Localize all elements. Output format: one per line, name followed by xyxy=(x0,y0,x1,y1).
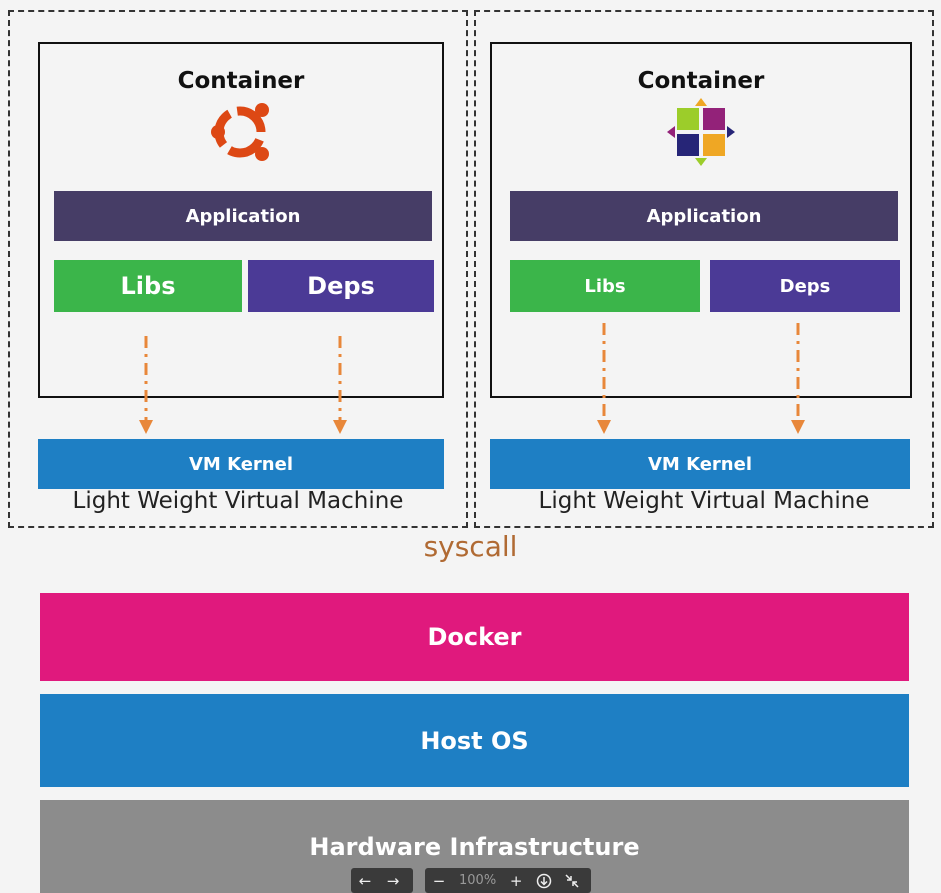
vm-kernel: VM Kernel xyxy=(490,439,910,489)
application-layer: Application xyxy=(54,191,432,241)
deps-layer: Deps xyxy=(248,260,434,312)
lightweight-vm-left: Container Application Libs Deps VM Kerne… xyxy=(8,10,468,528)
libs-layer: Libs xyxy=(510,260,700,312)
hardware-infrastructure-layer: Hardware Infrastructure xyxy=(40,800,909,893)
application-layer: Application xyxy=(510,191,898,241)
vm-kernel: VM Kernel xyxy=(38,439,444,489)
docker-layer: Docker xyxy=(40,593,909,681)
plus-icon[interactable]: + xyxy=(509,871,523,890)
container-title: Container xyxy=(637,68,765,94)
vm-caption: Light Weight Virtual Machine xyxy=(538,488,870,514)
nav-toolbar: ← → xyxy=(351,868,413,893)
libs-layer: Libs xyxy=(54,260,242,312)
minus-icon[interactable]: − xyxy=(432,871,446,890)
deps-layer: Deps xyxy=(710,260,900,312)
vm-caption: Light Weight Virtual Machine xyxy=(72,488,404,514)
download-icon[interactable] xyxy=(530,868,558,893)
container-title: Container xyxy=(177,68,305,94)
host-os-layer: Host OS xyxy=(40,694,909,787)
zoom-level: 100% xyxy=(459,873,497,888)
lightweight-vm-right: Container Application Libs Deps VM Kerne… xyxy=(474,10,934,528)
arrow-down-icon xyxy=(597,420,611,434)
container-box: Container Application Libs Deps xyxy=(490,42,912,398)
arrow-right-icon[interactable]: → xyxy=(386,871,400,890)
arrow-down-icon xyxy=(333,420,347,434)
centos-logo-icon xyxy=(665,96,737,172)
arrow-down-icon xyxy=(791,420,805,434)
collapse-icon[interactable] xyxy=(558,868,586,893)
arrow-left-icon[interactable]: ← xyxy=(358,871,372,890)
zoom-toolbar: − 100% + xyxy=(425,868,591,893)
arrow-down-icon xyxy=(139,420,153,434)
container-box: Container Application Libs Deps xyxy=(38,42,444,398)
ubuntu-logo-icon xyxy=(206,96,276,170)
syscall-label: syscall xyxy=(423,530,518,563)
